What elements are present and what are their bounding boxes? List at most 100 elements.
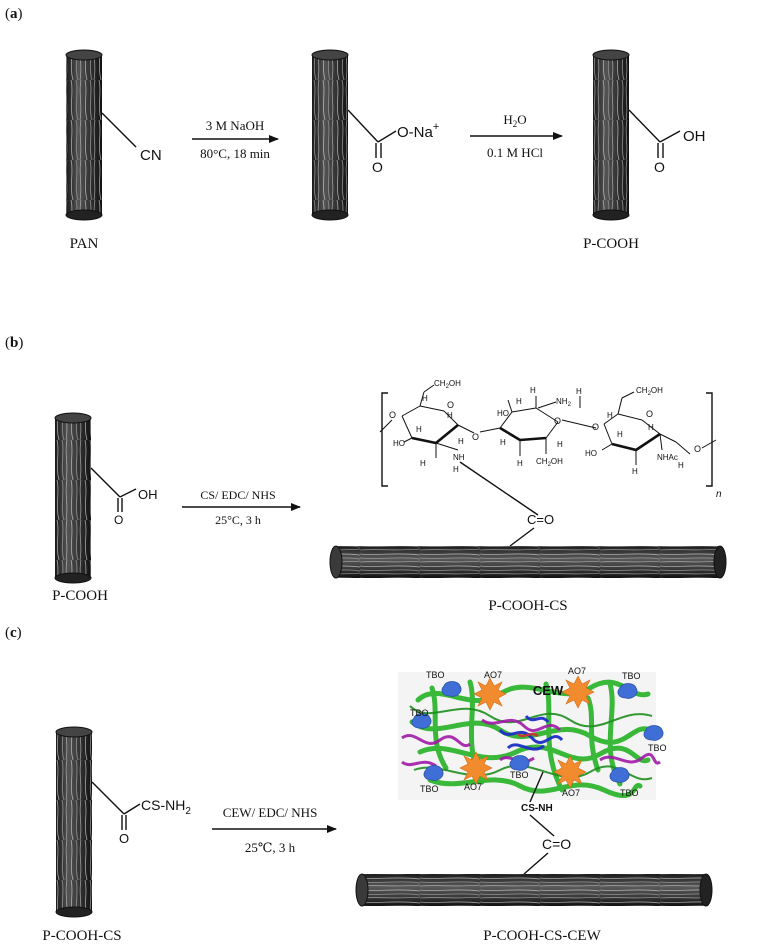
arrow1-conditions: 80°C, 18 min bbox=[200, 146, 270, 161]
fiber-horizontal-b bbox=[329, 545, 727, 579]
bond-protein-csnh bbox=[529, 771, 544, 803]
fiber-salt bbox=[311, 49, 349, 221]
svg-text:H: H bbox=[422, 394, 428, 403]
svg-text:O: O bbox=[694, 444, 701, 454]
arrow-b-reagents: CS/ EDC/ NHS bbox=[200, 488, 275, 502]
arrow2-conditions: 0.1 M HCl bbox=[487, 145, 543, 160]
bracket-right bbox=[706, 392, 713, 487]
salt-carbonyl-o: O bbox=[372, 159, 383, 175]
b-carbonyl: C=O bbox=[527, 512, 554, 527]
bond-pan-cn bbox=[101, 112, 137, 148]
chitosan-ring-2: O HO H H NH2 H CH2OH H H bbox=[479, 386, 572, 468]
label-pcooh: P-COOH bbox=[583, 236, 639, 252]
svg-text:HO: HO bbox=[393, 439, 405, 448]
bond-salt-c bbox=[347, 109, 379, 143]
panel-b: (b) O OH CS/ EDC/ NHS 25°C, 3 h O bbox=[5, 335, 727, 614]
svg-text:NHAc: NHAc bbox=[657, 453, 678, 462]
ao7-label-3: AO7 bbox=[464, 782, 482, 792]
bond-c-o-single bbox=[377, 130, 397, 143]
svg-text:O: O bbox=[447, 400, 454, 410]
ao7-label-1: AO7 bbox=[484, 670, 502, 680]
bond-csnh-co bbox=[529, 814, 555, 837]
svg-text:H: H bbox=[678, 461, 684, 470]
svg-text:H: H bbox=[453, 465, 459, 474]
ao7-label-4: AO7 bbox=[562, 788, 580, 798]
tbo-label-4: TBO bbox=[648, 743, 667, 753]
tbo-label-5: TBO bbox=[420, 784, 439, 794]
svg-text:H: H bbox=[516, 397, 522, 406]
fiber-horizontal-c bbox=[355, 873, 713, 907]
svg-text:O: O bbox=[646, 409, 653, 419]
svg-text:H: H bbox=[648, 423, 654, 432]
svg-text:H: H bbox=[416, 425, 422, 434]
svg-text:H: H bbox=[447, 411, 453, 420]
c-carbonyl: C=O bbox=[542, 836, 571, 852]
label-b-pcooh-cs: P-COOH-CS bbox=[488, 598, 567, 614]
acid-carbonyl-o: O bbox=[654, 159, 665, 175]
acid-oh: OH bbox=[683, 128, 706, 145]
svg-text:NH2: NH2 bbox=[556, 397, 572, 408]
fiber-pcooh-cs-c bbox=[55, 726, 93, 918]
c-amide-group: CS-NH2 bbox=[141, 797, 191, 817]
svg-text:H: H bbox=[458, 437, 464, 446]
label-b-pcooh: P-COOH bbox=[52, 588, 108, 604]
tbo-label-6: TBO bbox=[510, 770, 529, 780]
panel-a-label: (a) bbox=[5, 6, 23, 22]
panel-a: (a) CN 3 M NaOH 80°C, 18 min O O-Na+ H2O bbox=[5, 6, 706, 252]
svg-text:HO: HO bbox=[497, 409, 509, 418]
bond-co-fiber bbox=[509, 527, 535, 547]
cew-protein-image: CEW TBO AO7 AO7 TBO TBO TBO TBO AO7 TBO … bbox=[398, 666, 667, 800]
svg-text:H: H bbox=[517, 459, 523, 468]
c-amide-o: O bbox=[119, 831, 129, 846]
tbo-label-1: TBO bbox=[426, 670, 445, 680]
svg-text:O: O bbox=[472, 432, 479, 442]
svg-text:H: H bbox=[632, 467, 638, 476]
tbo-label-2: TBO bbox=[622, 671, 641, 681]
fiber-pcooh bbox=[592, 49, 630, 221]
chitosan-ring-1: H CH2OH O HO H H H O NH H H bbox=[393, 379, 479, 474]
panel-c: (c) O CS-NH2 CEW/ EDC/ NHS 25℃, 3 h bbox=[5, 625, 713, 944]
fiber-pcooh-b bbox=[54, 412, 92, 584]
arrow-c-conditions: 25℃, 3 h bbox=[245, 840, 296, 855]
bond-b-c-oh bbox=[119, 488, 137, 498]
chitosan-structure: O H CH2OH O HO H H H O bbox=[379, 379, 722, 500]
svg-text:H: H bbox=[607, 411, 613, 420]
tbo-label-3: TBO bbox=[410, 708, 429, 718]
svg-text:NH: NH bbox=[453, 453, 465, 462]
arrow-b-conditions: 25°C, 3 h bbox=[215, 513, 261, 527]
svg-text:H: H bbox=[500, 438, 506, 447]
tbo-label-7: TBO bbox=[620, 788, 639, 798]
cn-group: CN bbox=[140, 147, 162, 164]
svg-text:H: H bbox=[557, 440, 563, 449]
cew-title: CEW bbox=[533, 683, 564, 698]
svg-text:H: H bbox=[576, 387, 582, 396]
svg-text:CH2OH: CH2OH bbox=[636, 386, 663, 397]
bond-b-c bbox=[90, 467, 121, 498]
svg-text:O: O bbox=[554, 416, 561, 426]
bond-pcooh-c bbox=[628, 109, 661, 143]
svg-text:H: H bbox=[420, 459, 426, 468]
b-acid-oh: OH bbox=[138, 487, 158, 502]
fiber-pan bbox=[65, 49, 103, 221]
svg-text:O: O bbox=[592, 422, 599, 432]
panel-c-label: (c) bbox=[5, 625, 22, 641]
chitosan-ring-3: O CH2OH H HO H H NHAc H H O bbox=[585, 386, 717, 476]
svg-text:O: O bbox=[389, 410, 396, 420]
arrow2-reagent: H2O bbox=[503, 112, 526, 129]
bond-c-csnh2 bbox=[123, 803, 141, 815]
bond-c-oh bbox=[659, 130, 681, 143]
svg-text:CH2OH: CH2OH bbox=[434, 379, 461, 390]
bracket-left bbox=[381, 392, 388, 487]
bond-co-fiber-c bbox=[523, 852, 549, 875]
label-pan: PAN bbox=[70, 236, 99, 252]
bond-c-c bbox=[91, 781, 125, 815]
b-acid-o: O bbox=[114, 513, 123, 527]
label-c-pcooh-cs: P-COOH-CS bbox=[42, 928, 121, 944]
c-csnh: CS-NH bbox=[521, 803, 553, 814]
ao7-label-2: AO7 bbox=[568, 666, 586, 676]
arrow-c-reagents: CEW/ EDC/ NHS bbox=[223, 805, 318, 820]
salt-group: O-Na+ bbox=[397, 121, 439, 141]
repeat-n: n bbox=[716, 489, 722, 500]
svg-text:HO: HO bbox=[585, 449, 597, 458]
